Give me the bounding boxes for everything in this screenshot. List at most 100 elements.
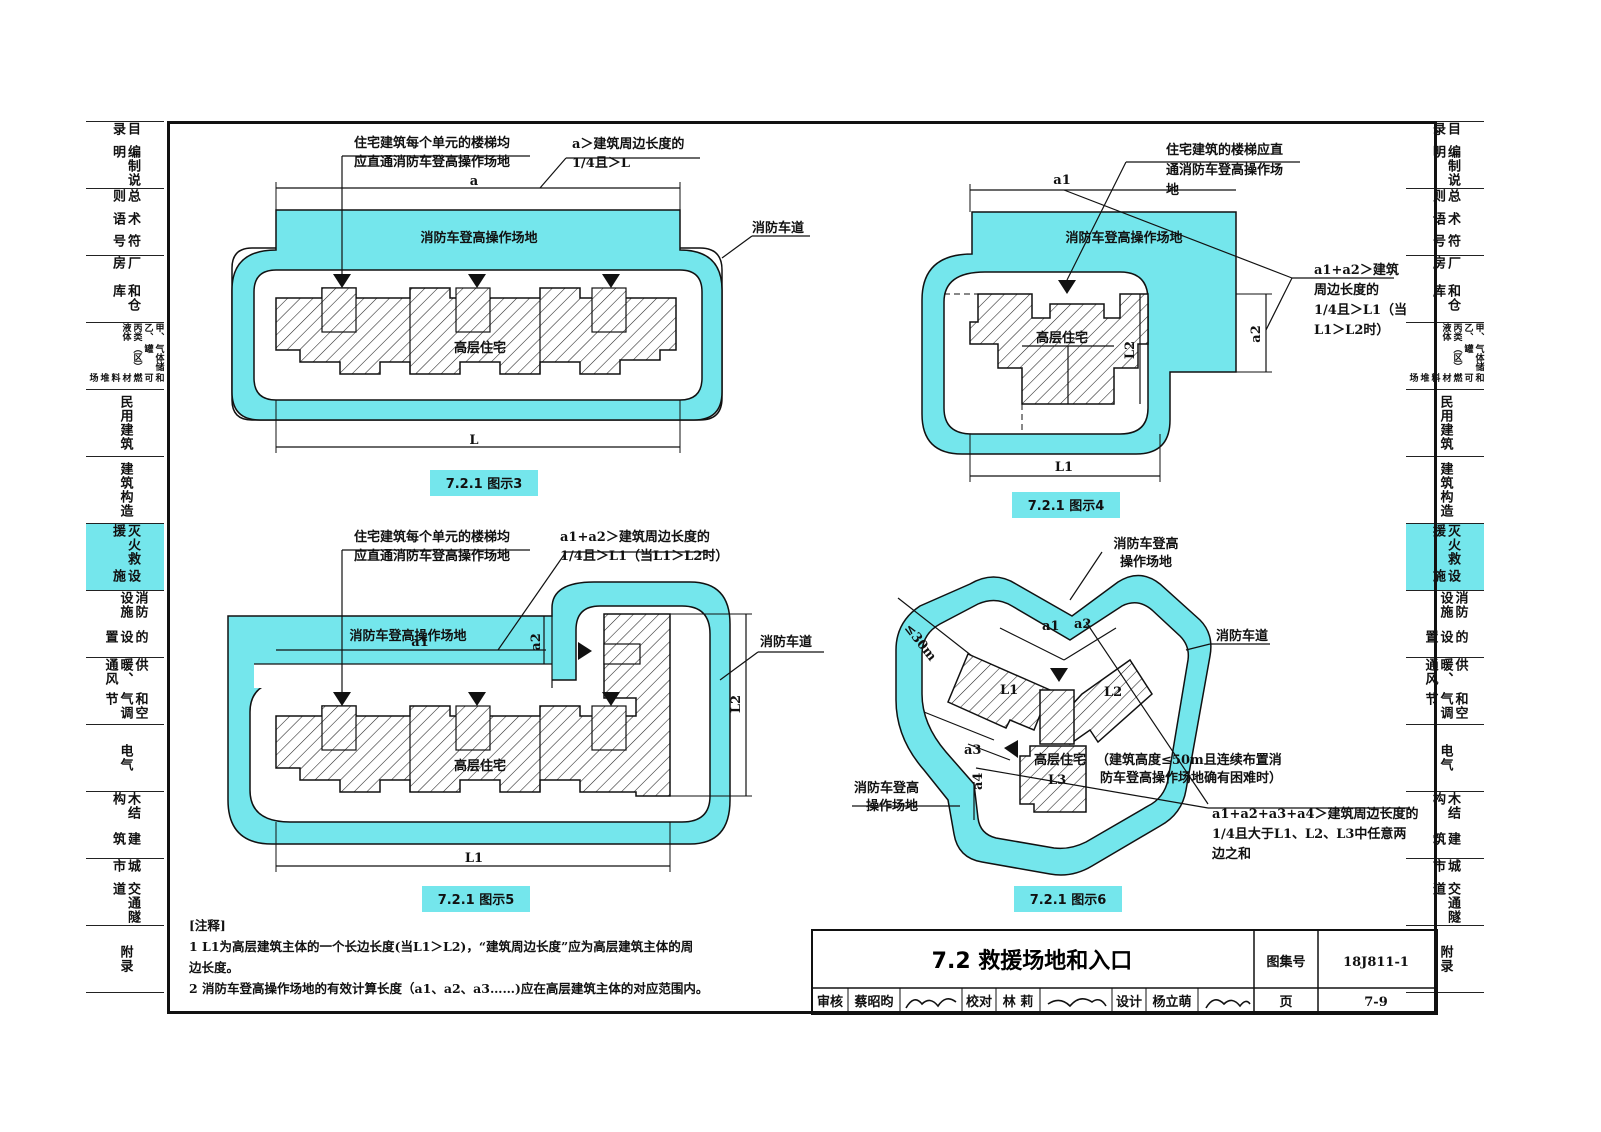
chapter-tab-line: 民用建筑 bbox=[1437, 395, 1453, 451]
chapter-tab[interactable]: 总则术语符号 bbox=[1406, 189, 1484, 256]
chapter-tab-label: 城市交通隧道 bbox=[1430, 859, 1460, 925]
fig5-note-line2: 应直通消防车登高操作场地 bbox=[354, 548, 510, 564]
fig3-stair-3 bbox=[591, 287, 627, 333]
fig6-wing-bottom bbox=[1019, 745, 1087, 813]
chapter-tab-line: 附录 bbox=[117, 945, 133, 973]
chapter-tab[interactable]: 建筑构造 bbox=[1406, 457, 1484, 524]
chapter-tab[interactable]: 城市交通隧道 bbox=[1406, 859, 1484, 926]
fig3-stair-1 bbox=[321, 287, 357, 333]
chapter-tab-line: 甲、乙、丙类液体 bbox=[1440, 323, 1484, 341]
chapter-tab[interactable]: 厂房和仓库 bbox=[86, 256, 164, 323]
chapter-tab[interactable]: 供暖、通风和空气调节 bbox=[86, 658, 164, 725]
chapter-tab[interactable]: 民用建筑 bbox=[1406, 390, 1484, 457]
fig3-caption-box bbox=[430, 470, 538, 496]
notes-heading: [注释] bbox=[189, 918, 226, 933]
fig6-dim-a2: a2 bbox=[1074, 617, 1091, 632]
fig3-entry-arrow-3 bbox=[602, 274, 620, 288]
fig4-condition-line4: L1＞L2时） bbox=[1314, 322, 1389, 338]
fig5-inner-strip bbox=[254, 664, 552, 688]
chapter-tab-label: 城市交通隧道 bbox=[110, 859, 140, 925]
chapter-tab-label: 木结构建筑 bbox=[110, 792, 140, 858]
fig4-note-line3: 地 bbox=[1166, 182, 1179, 198]
chapter-tab-line: 木结构 bbox=[1430, 792, 1460, 820]
chapter-tab[interactable]: 建筑构造 bbox=[86, 457, 164, 524]
chapter-tab-label: 灭火救援设施 bbox=[1430, 524, 1460, 590]
chapter-tab[interactable]: 目录编制说明 bbox=[1406, 122, 1484, 189]
fig4-dim-a2: a2 bbox=[1249, 325, 1264, 342]
chapter-tab[interactable]: 木结构建筑 bbox=[86, 792, 164, 859]
chapter-tab-line: 建筑 bbox=[110, 832, 140, 847]
chapter-tab-label: 总则术语符号 bbox=[110, 189, 140, 255]
chapter-tab[interactable]: 灭火救援设施 bbox=[86, 524, 164, 591]
chapter-tab[interactable]: 消防设施的设置 bbox=[86, 591, 164, 658]
fig3-condition-line1: a＞建筑周边长度的 bbox=[572, 136, 684, 152]
chapter-tab-line: 甲、乙、丙类液体 bbox=[120, 323, 164, 341]
fig6-site-left-line1: 消防车登高 bbox=[854, 780, 919, 796]
fig6-wing-L2: L2 bbox=[1104, 685, 1122, 700]
chapter-tab-line: 气体储罐（区） bbox=[1451, 343, 1484, 371]
reviewer-name: 蔡昭昀 bbox=[853, 994, 893, 1010]
chapter-tab-line: 和仓库 bbox=[1430, 283, 1460, 312]
chapter-tab[interactable]: 灭火救援设施 bbox=[1406, 524, 1484, 591]
fig4-dim-a1: a1 bbox=[1053, 173, 1070, 188]
fig4-dim-L2: L2 bbox=[1123, 341, 1138, 359]
chapter-tab-line: 民用建筑 bbox=[117, 395, 133, 451]
fig4-entry-arrow bbox=[1058, 280, 1076, 294]
fig5-stair-1 bbox=[321, 705, 357, 751]
fig6-entry-arrow-2 bbox=[1004, 740, 1018, 758]
chapter-tab-label: 电气 bbox=[1438, 744, 1453, 772]
fig3-dim-L: L bbox=[469, 433, 478, 448]
fig6-entry-arrow-1 bbox=[1050, 668, 1068, 682]
fig3-site-label: 消防车登高操作场地 bbox=[420, 230, 537, 246]
chapter-tab-line: 城市 bbox=[1430, 859, 1460, 873]
fig5-entry-arrow-2 bbox=[468, 692, 486, 706]
chapter-tab-line: 交通隧道 bbox=[110, 882, 140, 925]
chapter-tab-line: 灭火救援 bbox=[1430, 524, 1460, 566]
fig5-stair-2 bbox=[455, 705, 491, 751]
fig6-dim-a3: a3 bbox=[964, 743, 981, 758]
fig5-condition-line1: a1+a2＞建筑周边长度的 bbox=[560, 529, 710, 545]
chapter-tab-line: 符号 bbox=[1430, 234, 1460, 249]
chapter-tab[interactable]: 木结构建筑 bbox=[1406, 792, 1484, 859]
fig4-condition-line1: a1+a2＞建筑 bbox=[1314, 262, 1399, 278]
chapter-tab[interactable]: 民用建筑 bbox=[86, 390, 164, 457]
chapter-tab[interactable]: 甲、乙、丙类液体气体储罐（区）和可燃材料堆场 bbox=[86, 323, 164, 390]
chapter-tab-line: 设施 bbox=[1430, 568, 1460, 583]
chapter-tab-label: 厂房和仓库 bbox=[1430, 256, 1460, 322]
drawing-frame bbox=[167, 121, 1437, 1014]
fig6-dim-a4: a4 bbox=[971, 773, 986, 790]
chapter-tab[interactable]: 厂房和仓库 bbox=[1406, 256, 1484, 323]
chapter-tab[interactable]: 附录 bbox=[86, 926, 164, 993]
chapter-tab[interactable]: 总则术语符号 bbox=[86, 189, 164, 256]
chapter-tab[interactable]: 电气 bbox=[1406, 725, 1484, 792]
fig6-core bbox=[1039, 689, 1075, 745]
chapter-tab-line: 建筑构造 bbox=[1437, 462, 1453, 518]
fig6-wing-L1: L1 bbox=[1000, 683, 1018, 698]
fig3-entry-arrow-1 bbox=[333, 274, 351, 288]
chapter-tab[interactable]: 城市交通隧道 bbox=[86, 859, 164, 926]
chapter-tab-label: 木结构建筑 bbox=[1430, 792, 1460, 858]
chapter-tab-line: 消防设施 bbox=[117, 591, 148, 619]
fig6-site-top-line1: 消防车登高 bbox=[1113, 536, 1178, 552]
chapter-tab-line: 编制说明 bbox=[1430, 145, 1460, 188]
fig3-dim-a: a bbox=[470, 174, 479, 189]
chapter-tab-line: 目录 bbox=[110, 122, 140, 136]
left-tab-column: 目录编制说明总则术语符号厂房和仓库甲、乙、丙类液体气体储罐（区）和可燃材料堆场民… bbox=[86, 121, 164, 993]
chapter-tab[interactable]: 目录编制说明 bbox=[86, 122, 164, 189]
chapter-tab[interactable]: 消防设施的设置 bbox=[1406, 591, 1484, 658]
chapter-tab-line: 设施 bbox=[110, 568, 140, 583]
design-label: 设计 bbox=[1116, 994, 1142, 1010]
atlas-number: 18J811-1 bbox=[1343, 955, 1409, 970]
notes-block: [注释] 1 L1为高层建筑主体的一个长边长度(当L1＞L2)，“建筑周边长度”… bbox=[189, 915, 799, 999]
chapter-tab[interactable]: 供暖、通风和空气调节 bbox=[1406, 658, 1484, 725]
note-line-2: 边长度。 bbox=[189, 960, 240, 975]
fig6-road-label: 消防车道 bbox=[1216, 628, 1268, 644]
chapter-tab[interactable]: 电气 bbox=[86, 725, 164, 792]
chapter-tab-line: 和仓库 bbox=[110, 283, 140, 312]
chapter-tab-line: 交通隧道 bbox=[1430, 882, 1460, 925]
chapter-tab[interactable]: 附录 bbox=[1406, 926, 1484, 993]
fig5-dim-L1: L1 bbox=[465, 851, 483, 866]
fig3-note-line1: 住宅建筑每个单元的楼梯均 bbox=[354, 135, 510, 151]
chapter-tab-label: 消防设施的设置 bbox=[1423, 591, 1468, 657]
